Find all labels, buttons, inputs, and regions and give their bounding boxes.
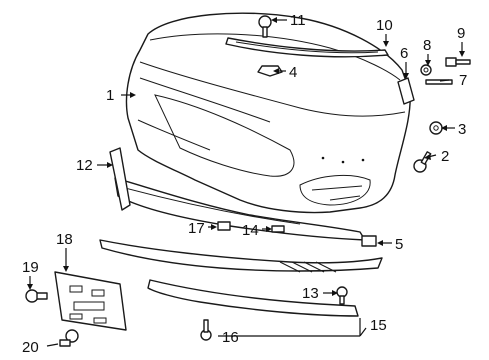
retainer-14-icon — [271, 225, 285, 233]
callout-10: 10 — [376, 17, 393, 34]
bolt-9-icon — [445, 57, 471, 67]
callout-13: 13 — [302, 285, 319, 302]
callout-12: 12 — [76, 157, 93, 174]
callout-1: 1 — [106, 87, 114, 104]
callout-16: 16 — [222, 329, 239, 346]
clip-5-icon — [361, 235, 377, 247]
push-pin-19-icon — [25, 289, 48, 303]
screw-13-icon — [336, 286, 348, 305]
callout-19: 19 — [22, 259, 39, 276]
nut-3-icon — [429, 121, 443, 135]
callout-7: 7 — [459, 72, 467, 89]
callout-20: 20 — [22, 339, 39, 356]
bracket-6-icon — [397, 77, 415, 105]
callout-15: 15 — [370, 317, 387, 334]
rivet-20-icon — [59, 329, 79, 347]
stud-7-icon — [425, 79, 453, 85]
nut-8-icon — [420, 64, 432, 76]
callout-17: 17 — [188, 220, 205, 237]
callout-labels: 1 2 3 4 5 6 7 8 9 10 11 12 13 14 15 16 1… — [22, 12, 467, 356]
callout-6: 6 — [400, 45, 408, 62]
screw-2-icon — [413, 151, 432, 173]
callout-18: 18 — [56, 231, 73, 248]
upper-trim-strip — [225, 37, 389, 58]
license-plate-bracket — [54, 271, 127, 331]
callout-11: 11 — [290, 12, 306, 29]
callout-9: 9 — [457, 25, 465, 42]
bumper-cover — [125, 12, 411, 214]
callout-2: 2 — [441, 148, 449, 165]
callout-5: 5 — [395, 236, 403, 253]
leader-lines — [27, 17, 465, 347]
lower-grille — [99, 239, 383, 317]
screw-16-icon — [200, 319, 212, 341]
screw-11-icon — [258, 15, 272, 38]
block-17-icon — [217, 221, 231, 231]
clip-4-icon — [257, 65, 283, 77]
callout-3: 3 — [458, 121, 466, 138]
callout-14: 14 — [242, 222, 259, 239]
callout-8: 8 — [423, 37, 431, 54]
callout-4: 4 — [289, 64, 297, 81]
